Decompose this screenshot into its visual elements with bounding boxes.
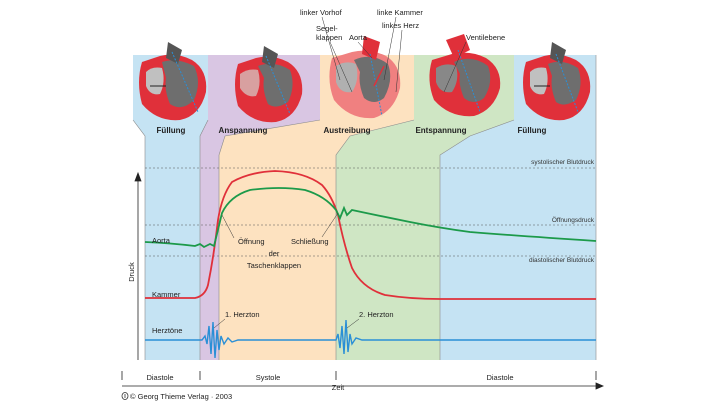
label-herztoene-curve: Herztöne bbox=[152, 326, 182, 335]
label-oeffnung: Öffnung bbox=[238, 237, 265, 246]
label-linke-kammer: linke Kammer bbox=[377, 8, 423, 17]
label-herzton-2: 2. Herzton bbox=[359, 310, 394, 319]
valve-annotations: Öffnung Schließung der Taschenklappen 1.… bbox=[213, 212, 394, 329]
label-aorta-curve: Aorta bbox=[152, 236, 171, 245]
phase-label-austreibung: Austreibung bbox=[323, 126, 370, 135]
label-segelklappen-2: klappen bbox=[316, 33, 342, 42]
phase-label-anspannung: Anspannung bbox=[219, 126, 268, 135]
heart-illustrations bbox=[139, 34, 591, 123]
herztoene-curve bbox=[145, 319, 596, 359]
band-anspannung bbox=[200, 55, 320, 360]
band-fuellung-right bbox=[440, 55, 596, 360]
label-taschenklappen: Taschenklappen bbox=[247, 261, 301, 270]
label-aorta-anatomy: Aorta bbox=[349, 33, 368, 42]
phase-label-fuellung-right: Füllung bbox=[518, 126, 547, 135]
label-schliessung: Schließung bbox=[291, 237, 329, 246]
label-linkes-herz: linkes Herz bbox=[382, 21, 419, 30]
thieme-logo-icon bbox=[121, 392, 129, 400]
heart-fuellung-left-icon bbox=[139, 42, 207, 121]
x-label-diastole-left: Diastole bbox=[146, 373, 173, 382]
y-axis-label: Druck bbox=[127, 262, 136, 282]
x-label-diastole-right: Diastole bbox=[486, 373, 513, 382]
label-kammer-curve: Kammer bbox=[152, 290, 181, 299]
label-diastolischer-blutdruck: diastolischer Blutdruck bbox=[529, 257, 595, 264]
label-oeffnungsdruck: Öffnungsdruck bbox=[552, 216, 595, 224]
label-der: der bbox=[269, 249, 280, 258]
phase-label-entspannung: Entspannung bbox=[415, 126, 466, 135]
aorta-pressure-curve bbox=[144, 187, 597, 249]
phase-label-fuellung-left: Füllung bbox=[157, 126, 186, 135]
credit-text: © Georg Thieme Verlag · 2003 bbox=[130, 392, 232, 401]
x-axis-label: Zeit bbox=[332, 383, 345, 392]
heart-entspannung-icon bbox=[429, 34, 501, 117]
band-entspannung bbox=[336, 55, 514, 360]
label-linker-vorhof: linker Vorhof bbox=[300, 8, 343, 17]
heart-anspannung-icon bbox=[235, 46, 303, 123]
credit-line: © Georg Thieme Verlag · 2003 bbox=[121, 392, 232, 401]
band-austreibung bbox=[219, 55, 414, 360]
label-ventilebene: Ventilebene bbox=[466, 33, 505, 42]
kammer-pressure-curve bbox=[145, 170, 596, 300]
anatomy-labels: linker Vorhof Segel- klappen Aorta linke… bbox=[300, 8, 505, 93]
label-herzton-1: 1. Herzton bbox=[225, 310, 260, 319]
heart-austreibung-icon bbox=[329, 36, 401, 119]
phase-labels: Füllung Anspannung Austreibung Entspannu… bbox=[157, 126, 547, 135]
label-systolischer-blutdruck: systolischer Blutdruck bbox=[531, 159, 595, 166]
x-label-systole: Systole bbox=[256, 373, 281, 382]
heart-fuellung-right-icon bbox=[523, 42, 591, 121]
phase-bands bbox=[132, 55, 597, 360]
pressure-levels bbox=[145, 167, 596, 257]
band-fuellung-left bbox=[133, 55, 208, 360]
label-segelklappen-1: Segel- bbox=[316, 24, 338, 33]
axes bbox=[121, 171, 605, 390]
